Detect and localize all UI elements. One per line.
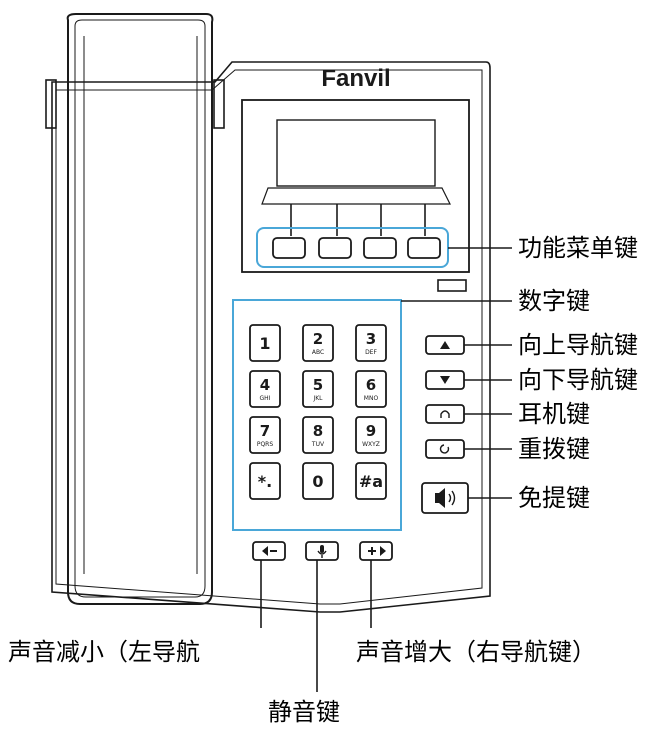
label-redial: 重拨键 xyxy=(518,435,590,463)
key-digit: 5 xyxy=(313,376,323,394)
message-led xyxy=(437,279,467,292)
label-nav-up: 向上导航键 xyxy=(518,331,638,359)
microphone-icon xyxy=(320,545,324,553)
key-letters: PQRS xyxy=(257,441,274,448)
display-screen xyxy=(276,119,436,187)
key-digit: 7 xyxy=(260,422,270,440)
triangle-up-icon xyxy=(440,341,450,349)
key-letters: JKL xyxy=(312,395,323,402)
label-vol-up: 声音增大（右导航键） xyxy=(356,638,596,666)
label-number-keys: 数字键 xyxy=(518,287,590,315)
keypad-key[interactable]: #a xyxy=(355,462,387,500)
softkey-4[interactable] xyxy=(407,237,441,259)
handset-outline xyxy=(66,13,214,605)
label-mute: 静音键 xyxy=(268,698,340,726)
display-lower-edge xyxy=(261,187,451,205)
key-digit: 2 xyxy=(313,330,323,348)
key-letters: DEF xyxy=(365,349,377,356)
key-digit: *. xyxy=(258,472,272,491)
key-letters: WXYZ xyxy=(362,441,380,448)
key-letters: MNO xyxy=(364,395,379,402)
softkey-2[interactable] xyxy=(318,237,352,259)
display-frame xyxy=(241,99,470,273)
key-digit: 8 xyxy=(313,422,323,440)
headset-icon xyxy=(440,410,450,418)
keypad-key[interactable]: 1 xyxy=(249,324,281,362)
softkeys xyxy=(272,237,441,259)
key-letters: GHI xyxy=(260,395,271,402)
keypad-key[interactable]: 0 xyxy=(302,462,334,500)
key-digit: 0 xyxy=(312,472,323,491)
phone-base-outline xyxy=(51,61,491,613)
softkey-1[interactable] xyxy=(272,237,306,259)
key-digit: 9 xyxy=(366,422,376,440)
key-digit: 6 xyxy=(366,376,376,394)
headset-button[interactable] xyxy=(425,404,465,424)
handset-inner xyxy=(74,19,206,598)
label-vol-down: 声音减小（左导航 xyxy=(8,638,200,666)
phone-base-inner xyxy=(55,69,483,605)
softkey-3[interactable] xyxy=(363,237,397,259)
redial-icon xyxy=(439,444,450,454)
volume-down-left-icon xyxy=(262,546,268,556)
key-letters: TUV xyxy=(311,441,325,448)
redial-button[interactable] xyxy=(425,439,465,459)
label-headset: 耳机键 xyxy=(518,400,590,428)
cradle-left xyxy=(45,79,57,129)
cradle-right xyxy=(213,79,225,129)
label-handsfree: 免提键 xyxy=(518,484,590,512)
label-nav-down: 向下导航键 xyxy=(518,366,638,394)
key-digit: 1 xyxy=(259,334,270,353)
keypad-highlight xyxy=(232,299,402,531)
vol-down-button[interactable] xyxy=(252,541,286,561)
speaker-icon xyxy=(435,488,445,508)
key-digit: #a xyxy=(359,472,383,491)
key-digit: 3 xyxy=(366,330,376,348)
volume-up-right-icon xyxy=(380,546,386,556)
key-digit: 4 xyxy=(260,376,270,394)
keypad-key[interactable]: *. xyxy=(249,462,281,500)
triangle-down-icon xyxy=(440,376,450,384)
brand-logo: Fanvil xyxy=(321,65,390,92)
label-function-keys: 功能菜单键 xyxy=(518,234,638,262)
key-letters: ABC xyxy=(312,349,324,356)
